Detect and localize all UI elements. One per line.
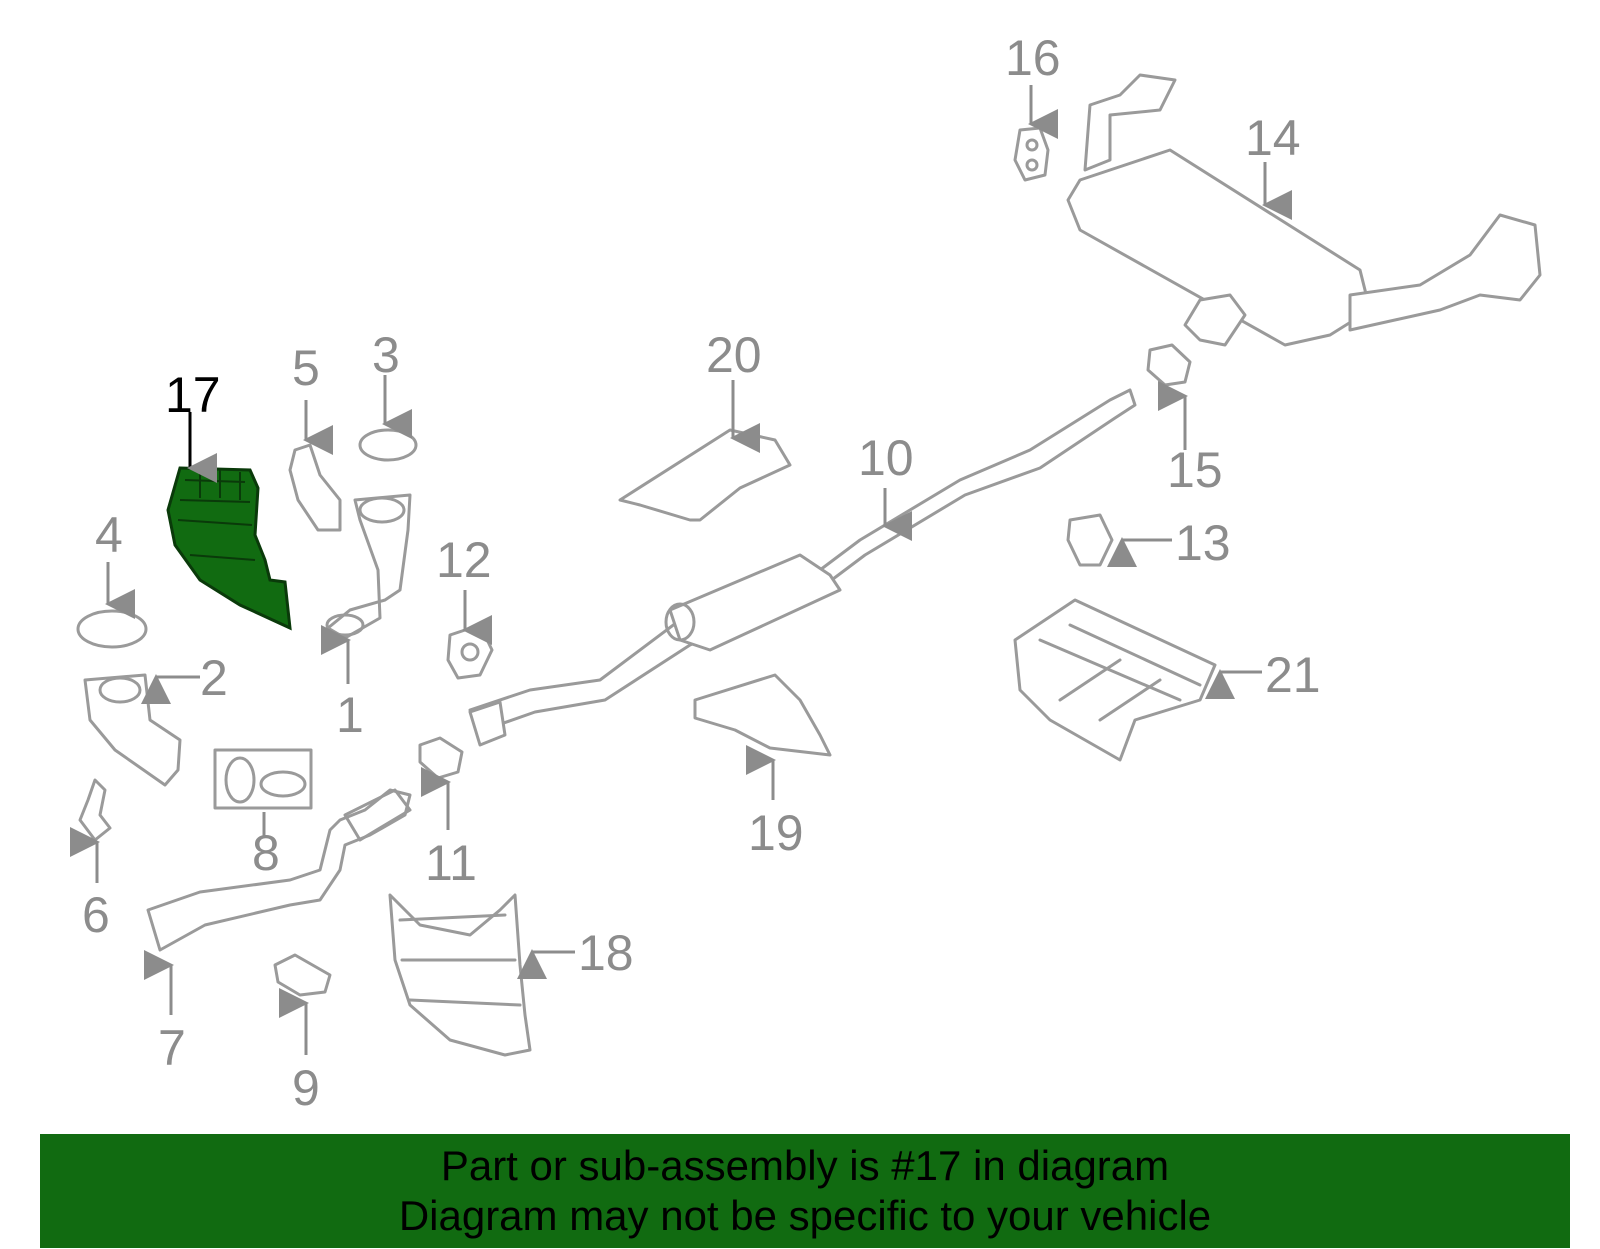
part-19-heat-shield[interactable] [693,673,832,757]
callout-labels: 17 4 3 5 2 6 8 1 12 11 7 9 18 19 20 10 1… [82,30,1321,1116]
part-17-heat-shield[interactable] [166,466,292,631]
part-4-gasket[interactable] [76,609,148,649]
exhaust-system-diagram: 17 4 3 5 2 6 8 1 12 11 7 9 18 19 20 10 1… [70,30,1542,1116]
callout-21[interactable]: 21 [1265,647,1321,703]
callout-7[interactable]: 7 [158,1020,186,1076]
banner-line-part: Part or sub-assembly is #17 in diagram [440,1142,1170,1189]
callout-11[interactable]: 11 [425,835,477,891]
callout-3[interactable]: 3 [372,327,400,383]
part-15-gasket[interactable] [1146,343,1192,387]
leader-arrows [70,85,1292,1055]
callout-1[interactable]: 1 [336,687,364,743]
callout-19[interactable]: 19 [748,805,804,861]
callout-15[interactable]: 15 [1167,442,1223,498]
part-7-front-exhaust-pipe[interactable] [146,788,412,952]
callout-2[interactable]: 2 [200,650,228,706]
part-12-hanger[interactable] [446,623,494,680]
callout-8[interactable]: 8 [252,825,280,881]
callout-20[interactable]: 20 [706,327,762,383]
part-16-hanger[interactable] [1013,126,1050,182]
callout-14[interactable]: 14 [1245,110,1301,166]
part-10-center-pipe[interactable] [468,388,1137,747]
callout-4[interactable]: 4 [95,507,123,563]
part-20-heat-shield[interactable] [618,428,792,522]
callout-16[interactable]: 16 [1005,30,1061,86]
callout-9[interactable]: 9 [292,1060,320,1116]
banner-line-disclaimer: Diagram may not be specific to your vehi… [398,1192,1212,1239]
part-18-heat-shield[interactable] [388,893,532,1057]
part-2-converter[interactable] [83,673,182,787]
part-8-gasket-set[interactable] [213,748,313,810]
callout-6[interactable]: 6 [82,887,110,943]
part-9-hanger[interactable] [273,953,332,997]
callout-13[interactable]: 13 [1175,515,1231,571]
part-13-hanger[interactable] [1066,513,1114,567]
callout-17[interactable]: 17 [165,367,221,423]
callout-10[interactable]: 10 [858,430,914,486]
callout-12[interactable]: 12 [436,532,492,588]
part-3-gasket[interactable] [358,428,418,462]
part-5-bracket[interactable] [288,443,342,532]
part-14-muffler[interactable] [1066,73,1542,347]
callout-5[interactable]: 5 [292,340,320,396]
part-21-heat-shield[interactable] [1013,598,1217,762]
part-info-banner: Part or sub-assembly is #17 in diagram D… [40,1134,1570,1248]
part-6-bracket[interactable] [78,778,112,842]
part-11-gasket[interactable] [418,736,464,780]
callout-18[interactable]: 18 [578,925,634,981]
